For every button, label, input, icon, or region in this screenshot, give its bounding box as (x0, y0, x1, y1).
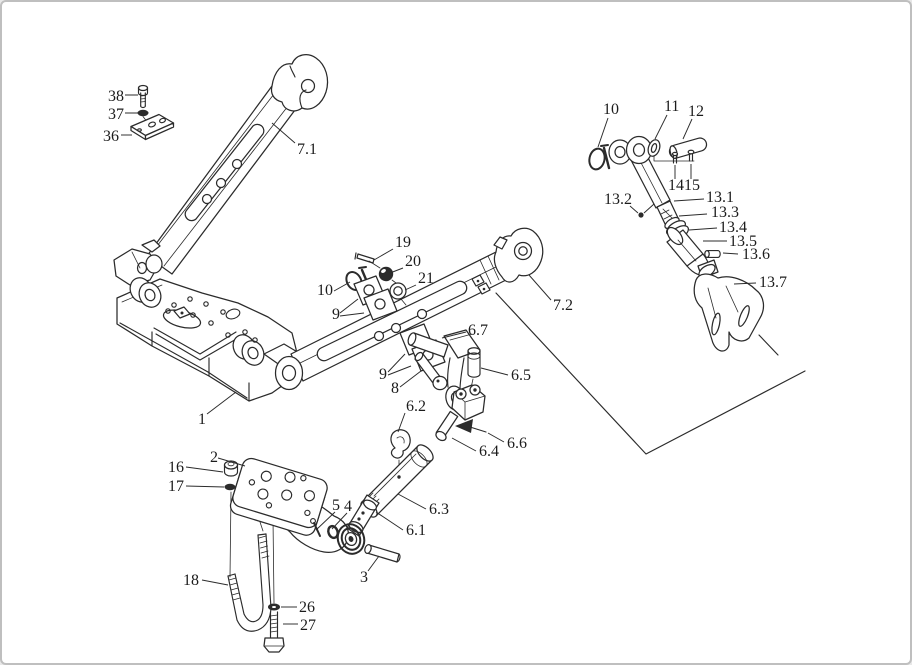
leader-line-6.3 (397, 493, 427, 510)
part-pin-8 (414, 351, 448, 391)
part-label-38: 38 (108, 88, 124, 105)
part-label-16: 16 (168, 459, 184, 476)
leader-line-6.6 (487, 432, 505, 443)
part-label-9: 9 (332, 306, 340, 323)
leader-line-13.4 (688, 227, 718, 231)
part-label-6.4: 6.4 (479, 443, 499, 460)
leader-line-10 (333, 281, 351, 292)
part-label-6.5: 6.5 (511, 367, 531, 384)
part-label-6.3: 6.3 (429, 501, 449, 518)
leader-line-7.2 (528, 274, 552, 301)
part-label-27: 27 (300, 617, 316, 634)
leader-line-13.2 (629, 205, 639, 214)
leader-line-2 (217, 457, 246, 467)
part-label-7.1: 7.1 (297, 141, 317, 158)
leader-line-13.7 (733, 282, 757, 285)
leader-line-8 (399, 370, 422, 388)
part-label-13.2: 13.2 (604, 191, 632, 208)
part-label-1: 1 (198, 411, 206, 428)
leader-line-13.3 (678, 213, 708, 217)
part-label-13.1: 13.1 (706, 189, 734, 206)
part-label-26: 26 (299, 599, 315, 616)
part-label-10: 10 (317, 282, 333, 299)
leader-line-12 (682, 118, 693, 140)
part-label-17: 17 (168, 478, 184, 495)
part-label-13.7: 13.7 (759, 274, 787, 291)
part-label-20: 20 (405, 253, 421, 270)
leader-line-6.5 (480, 367, 509, 376)
part-ball-knob-20 (378, 266, 397, 284)
part-label-10: 10 (603, 101, 619, 118)
part-label-18: 18 (183, 572, 199, 589)
part-label-19: 19 (395, 234, 411, 251)
leader-line-9 (339, 312, 365, 317)
part-label-14: 14 (668, 177, 684, 194)
part-label-36: 36 (103, 128, 119, 145)
part-leveling-assembly (346, 329, 487, 537)
part-label-6.1: 6.1 (406, 522, 426, 539)
leader-line-1 (206, 391, 237, 415)
part-label-6.6: 6.6 (507, 435, 527, 452)
part-label-8: 8 (391, 380, 399, 397)
part-label-6.2: 6.2 (406, 398, 426, 415)
part-label-3: 3 (360, 569, 368, 586)
part-lift-arm-7-1 (113, 54, 329, 286)
leader-line-6.2 (397, 412, 406, 433)
part-lower-link-arm-7-2 (274, 227, 544, 391)
leader-line-4 (331, 512, 348, 530)
leader-line-9 (339, 298, 359, 314)
part-label-13.5: 13.5 (729, 233, 757, 250)
leader-line-13.2 (643, 203, 655, 214)
part-pin-19 (354, 252, 381, 269)
part-washer-21 (389, 282, 407, 306)
callout-layer: 3837367.11920211097.26.76.56.66.46.26.36… (103, 88, 787, 634)
leader-line-18 (201, 579, 229, 586)
leader-line-21 (404, 284, 417, 291)
part-label-5: 5 (332, 497, 340, 514)
leader-line-19 (373, 248, 394, 261)
leader-line-16 (185, 466, 224, 473)
leader-line-7.1 (271, 122, 296, 144)
part-label-12: 12 (688, 103, 704, 120)
construction-lines (495, 292, 806, 455)
part-label-2: 2 (210, 449, 218, 466)
leader-line-17 (185, 485, 225, 488)
leader-line-11 (654, 114, 668, 140)
grease-fitting-13-2 (638, 212, 644, 218)
arrow-6-6 (455, 419, 487, 433)
part-label-37: 37 (108, 106, 124, 123)
leader-line-13.6 (722, 252, 739, 255)
part-plates-9-upper (353, 275, 398, 321)
part-plate-36-group (130, 84, 175, 141)
leader-line-6.4 (451, 437, 477, 452)
part-label-13.3: 13.3 (711, 204, 739, 221)
part-label-4: 4 (344, 498, 352, 515)
part-label-13.6: 13.6 (742, 246, 770, 263)
part-label-7.2: 7.2 (553, 297, 573, 314)
part-label-11: 11 (664, 98, 679, 115)
part-label-13.4: 13.4 (719, 219, 747, 236)
part-label-6.7: 6.7 (468, 322, 488, 339)
leader-line-5 (315, 511, 336, 531)
part-label-21: 21 (418, 270, 434, 287)
leader-line-20 (389, 267, 404, 274)
leader-line-9 (387, 353, 406, 373)
leader-line-10 (597, 117, 609, 148)
part-top-link-assembly (588, 135, 765, 352)
leader-line-9 (387, 365, 412, 376)
part-label-15: 15 (684, 177, 700, 194)
part-label-9: 9 (379, 366, 387, 383)
leader-line-13.1 (673, 198, 705, 202)
leader-line-6.1 (375, 511, 404, 531)
leader-line-6.7 (441, 331, 467, 339)
leader-line-3 (367, 555, 380, 572)
part-frame-1 (116, 277, 305, 402)
